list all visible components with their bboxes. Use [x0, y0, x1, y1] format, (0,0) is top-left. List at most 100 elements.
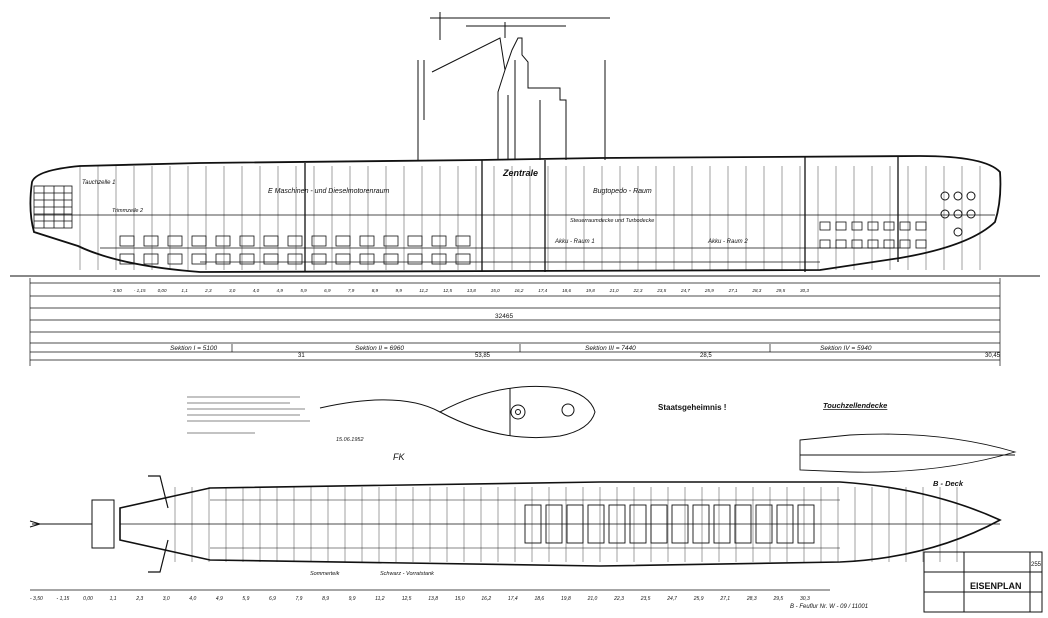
- tank-opening: [867, 221, 879, 231]
- note-staatsgeheimnis: Staatsgeheimnis !: [658, 403, 726, 412]
- frame-number-top: 25,9: [704, 288, 714, 293]
- frame-number: 24,7: [666, 596, 677, 602]
- tank-opening: [883, 239, 895, 249]
- frame-number-top: 2,3: [204, 288, 212, 293]
- tank-opening: [239, 253, 255, 265]
- tank-opening: [335, 253, 351, 265]
- tank-opening: [431, 235, 447, 247]
- frame-number-top: 4,0: [253, 288, 260, 293]
- reference-note: B - Feuflur Nr. W - 09 / 11001: [790, 604, 868, 610]
- frame-number-top: 11,2: [419, 288, 428, 293]
- frame-number: 11,2: [375, 596, 385, 602]
- tank-opening: [851, 239, 863, 249]
- frame-number: 4,0: [189, 596, 196, 602]
- label-ruderdecke: Steuerraumdecke und Turbodecke: [570, 218, 654, 224]
- tank-opening: [835, 221, 847, 231]
- tank-opening: [287, 253, 303, 265]
- plan-rack: [545, 504, 563, 544]
- plan-rack: [650, 504, 668, 544]
- tank-opening: [819, 221, 831, 231]
- label-akku-1: Akku - Raum 1: [554, 239, 595, 245]
- bow-openings: [940, 191, 976, 237]
- frame-number-top: 29,5: [775, 288, 785, 293]
- frame-number-top: 8,9: [372, 288, 379, 293]
- label-schwarz-vorratstank: Schwarz - Vorratstank: [380, 571, 434, 577]
- frame-number-top: 30,3: [800, 288, 809, 293]
- section-sketch: [319, 385, 596, 439]
- title-block: [923, 551, 1043, 613]
- tank-opening: [119, 253, 135, 265]
- tank-opening: [143, 253, 159, 265]
- sektion-1: Sektion I = 5100: [170, 345, 218, 352]
- frame-number-top: 13,8: [467, 288, 476, 293]
- frame-number-top: 7,9: [348, 288, 355, 293]
- frame-number: 9,9: [349, 596, 356, 602]
- frame-number: 28,3: [746, 596, 757, 602]
- frame-number-top: 22,3: [632, 288, 642, 293]
- frame-number: - 3,50: [30, 596, 43, 602]
- frame-number-top: 0,00: [158, 288, 167, 293]
- tank-opening: [119, 235, 135, 247]
- label-sommerteik: Sommerteik: [310, 571, 340, 577]
- frame-number: 23,5: [640, 596, 651, 602]
- tank-opening: [851, 221, 863, 231]
- plan-rack: [524, 504, 542, 544]
- frame-number-top: 18,6: [562, 288, 571, 293]
- tank-openings: [119, 221, 927, 265]
- tank-opening: [263, 235, 279, 247]
- frame-number: 13,8: [428, 596, 438, 602]
- frame-number-top: 16,2: [514, 288, 523, 293]
- frame-lines: [79, 166, 981, 270]
- label-touchzellendecke: Touchzellendecke: [823, 401, 887, 410]
- frame-number-top: 4,9: [277, 288, 284, 293]
- label-akku-2: Akku - Raum 2: [707, 239, 748, 245]
- label-b-deck: B - Deck: [933, 479, 964, 488]
- plan-rack: [608, 504, 626, 544]
- tank-opening: [239, 235, 255, 247]
- frame-number: 7,9: [296, 596, 303, 602]
- frame-number: 22,3: [613, 596, 624, 602]
- tank-opening: [311, 235, 327, 247]
- frame-number: 4,9: [216, 596, 223, 602]
- label-trimmzelle: Trimmzelle 2: [112, 208, 143, 214]
- frame-number: 21,0: [587, 596, 598, 602]
- sektion-2: Sektion II = 6960: [355, 345, 404, 352]
- dimension-total: 32465: [495, 313, 513, 320]
- tank-opening: [899, 239, 911, 249]
- station-mark-1: 31: [298, 353, 305, 359]
- tank-opening: [167, 235, 183, 247]
- tauchzellendecke-sketch: [799, 433, 1017, 473]
- plan-view: Touchzellendecke B - Deck Sommerteik Sch…: [29, 401, 1017, 577]
- sektion-4: Sektion IV = 5940: [820, 345, 872, 352]
- frame-number: 8,9: [322, 596, 329, 602]
- frame-number-top: 6,9: [324, 288, 331, 293]
- note-date: 15.06.1952: [336, 437, 364, 443]
- conning-tower: [417, 12, 610, 160]
- hull-outline: [10, 155, 1040, 277]
- tank-opening: [455, 235, 471, 247]
- tank-opening: [835, 239, 847, 249]
- frame-number-top: - 1,15: [134, 288, 146, 293]
- stern-block: [33, 185, 73, 229]
- frame-number: 29,5: [772, 596, 783, 602]
- frame-number: 25,9: [693, 596, 704, 602]
- frame-number-top: - 3,50: [110, 288, 122, 293]
- plan-rack: [797, 504, 815, 544]
- station-mark-3: 28,5: [700, 353, 712, 359]
- frame-number-top: 19,8: [586, 288, 595, 293]
- plan-frames: [174, 487, 958, 562]
- tank-opening: [263, 253, 279, 265]
- tank-opening: [383, 235, 399, 247]
- tank-opening: [819, 239, 831, 249]
- station-mark-2: 53,85: [475, 353, 491, 359]
- tank-opening: [407, 253, 423, 265]
- tank-opening: [383, 253, 399, 265]
- tank-opening: [407, 235, 423, 247]
- plan-rack: [692, 504, 710, 544]
- tank-opening: [191, 253, 207, 265]
- plan-rack: [587, 504, 605, 544]
- frame-number: 3,0: [163, 596, 170, 602]
- tank-opening: [215, 253, 231, 265]
- plan-rack: [713, 504, 731, 544]
